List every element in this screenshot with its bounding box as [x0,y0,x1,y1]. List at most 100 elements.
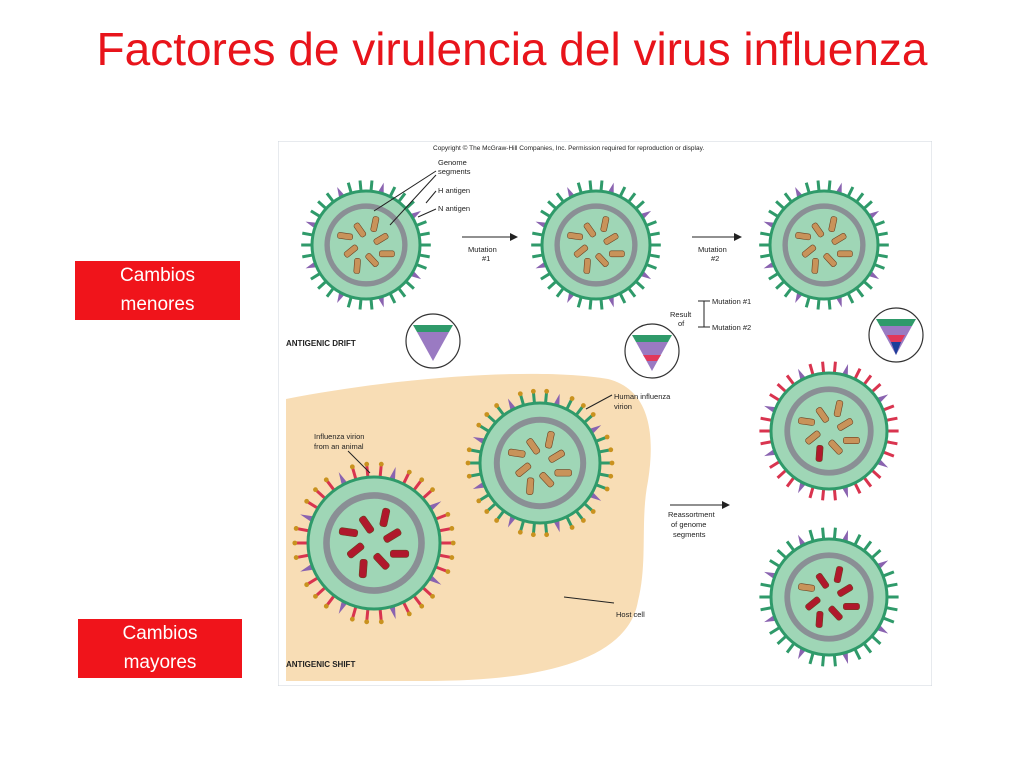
spike-knob [445,569,451,575]
h-antigen-spike [769,393,781,402]
h-antigen-spike [855,287,865,298]
virion-original [301,180,431,310]
h-antigen-spike [776,549,788,560]
genome-segment [795,232,812,241]
n-antigen-spike [472,436,486,445]
label-animal-virion-2: from an animal [314,442,364,451]
spike-knob [530,532,536,538]
spike-knob [304,582,310,588]
h-antigen-spike [325,287,335,298]
spike-knob [465,460,471,466]
h-antigen-spike [627,192,637,203]
h-antigen-spike [310,209,321,218]
n-antigen-spike [300,514,314,522]
h-antigen-spike [776,383,788,394]
spike-knob [569,396,575,401]
h-antigen-spike [415,220,427,227]
n-antigen-spike [835,182,842,194]
h-antigen-spike [821,488,826,501]
h-antigen-spike [358,180,363,192]
n-antigen-spike [553,519,560,533]
label-n-antigen: N antigen [438,204,470,213]
spike-knob [445,511,451,517]
h-antigen-spike [760,582,773,588]
genome-segment [833,400,844,418]
spike-knob [484,412,490,417]
virion-matrix-layer [324,203,408,287]
label-host-cell: Host cell [616,610,645,619]
label-human-virion-1: Human influenza [614,392,671,401]
h-antigen-spike [808,529,815,542]
genome-segment [815,610,824,628]
spike-knob [608,473,614,479]
genome-segment [379,250,395,258]
virion-after-mutation-1 [531,180,661,310]
genome-segment [831,232,847,245]
minor-changes-line1: Cambios [120,265,195,286]
virion-reassortant-2 [759,527,899,667]
h-antigen-spike [555,192,565,203]
h-antigen-spike [346,182,353,194]
genome-segment [815,573,830,589]
spike-knob [364,619,370,625]
genome-segment [346,542,365,559]
genome-segment [548,449,565,463]
h-antigen-spike [827,180,832,192]
genome-segment [515,462,532,477]
n-antigen-spike [607,182,614,194]
h-antigen-spike [540,272,551,281]
h-antigen-spike [832,527,837,540]
genome-segment [365,253,379,267]
virion-matrix-layer [554,203,638,287]
label-genome-segments-1: Genome [438,158,467,167]
h-antigen-spike [618,292,627,304]
label-genome-segments-2: segments [438,167,471,176]
spike-knob [494,518,500,523]
spike-knob [484,509,490,514]
spike-knob [590,509,596,514]
spike-knob [304,498,310,504]
h-antigen-spike [821,361,826,374]
genome-segment [353,257,361,274]
label-h-antigen: H antigen [438,186,470,195]
n-antigen-spike [377,182,384,194]
spike-knob [604,434,610,440]
spike-knob [349,464,355,470]
virion-human-budding [465,388,615,538]
label-mutation-2a: Mutation [698,245,727,254]
virion-matrix-layer [784,386,874,476]
h-antigen-spike [785,476,796,488]
h-antigen-spike [846,186,855,198]
spike-knob [406,611,412,617]
h-antigen-spike [816,180,821,192]
h-antigen-spike [547,280,558,290]
genome-segment [583,222,597,238]
h-antigen-spike [388,186,397,198]
spike-knob [580,518,586,523]
h-antigen-spike [876,231,888,237]
h-antigen-spike [540,209,551,218]
h-antigen-spike [599,298,604,310]
spike-knob [580,403,586,408]
h-antigen-spike [775,200,786,210]
h-antigen-spike [648,253,660,259]
label-reassortment-1: Reassortment [668,510,716,519]
h-antigen-spike [870,549,882,560]
genome-segment [603,232,619,245]
h-antigen-spike [760,606,773,612]
genome-segment [600,216,610,233]
h-antigen-spike [404,200,415,210]
label-animal-virion-1: Influenza virion [314,432,364,441]
genome-segment [805,430,821,445]
genome-segment [823,253,837,267]
h-antigen-spike [358,298,363,310]
genome-segment [843,602,860,610]
h-antigen-spike [310,272,321,281]
genome-segment [815,444,824,462]
spike-knob [293,526,299,531]
n-antigen-spike [841,364,849,377]
spike-knob [349,616,355,622]
label-mutation-2b: #2 [711,254,719,263]
genome-segment [828,439,843,455]
h-antigen-spike [769,460,781,469]
